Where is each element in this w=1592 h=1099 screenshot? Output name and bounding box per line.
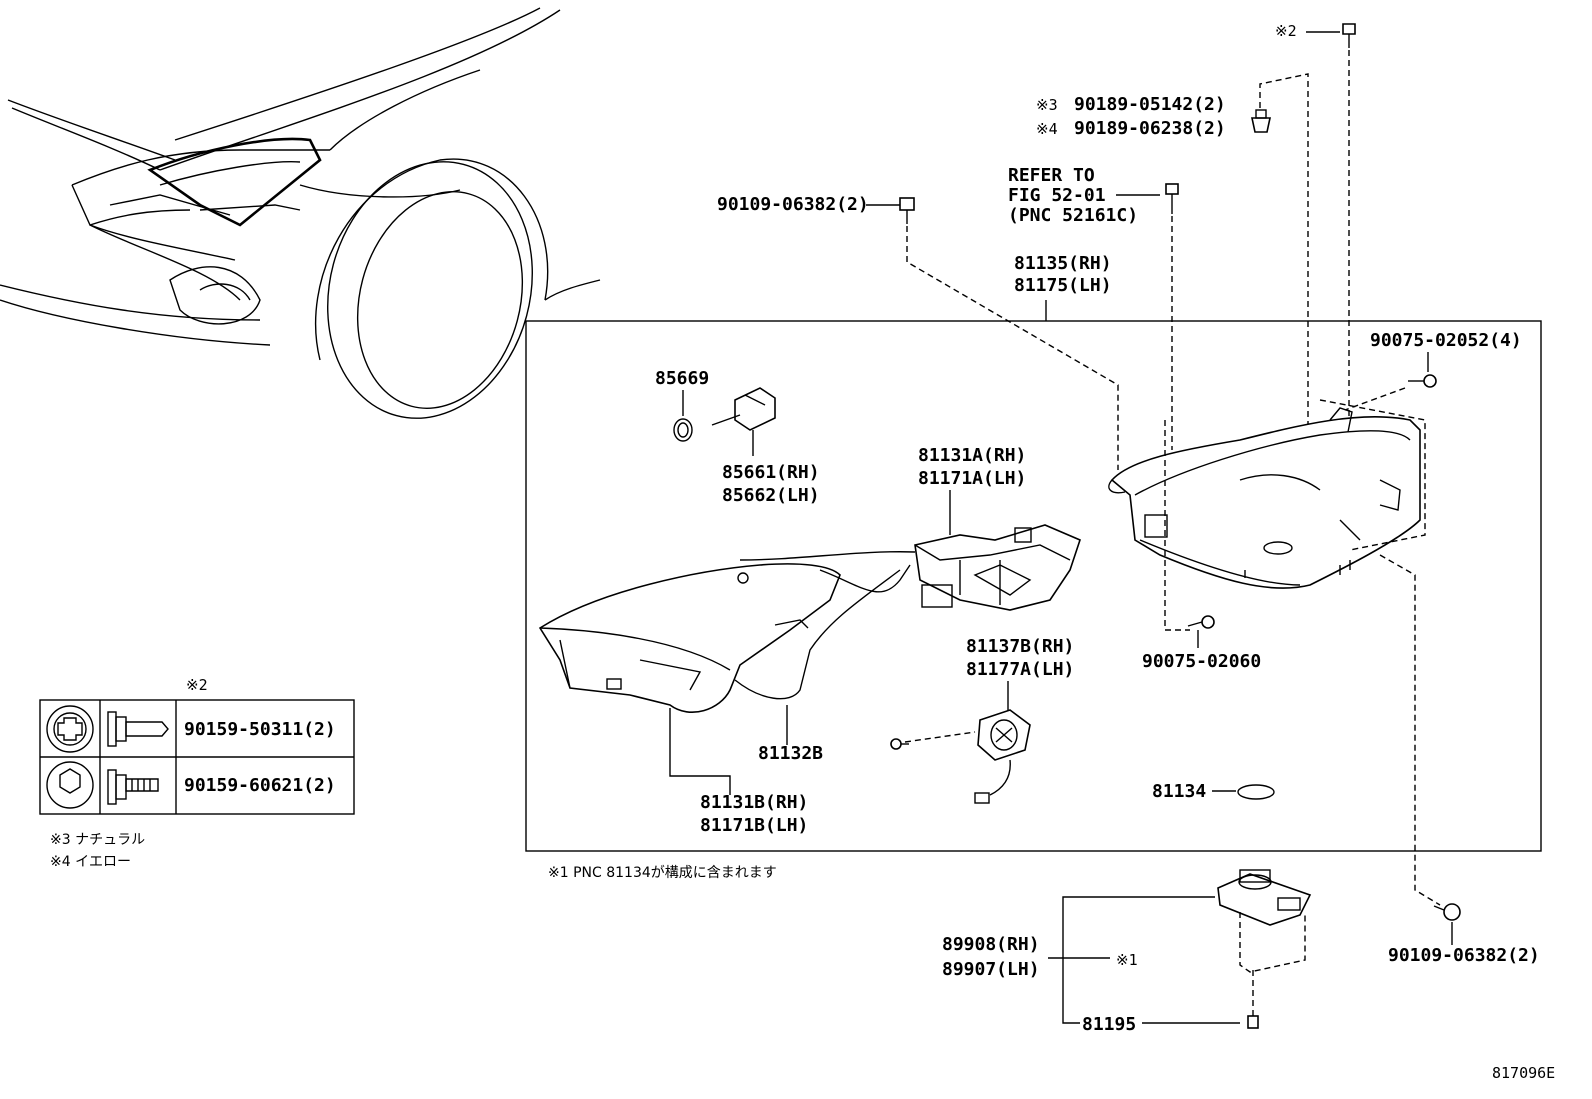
ballast-89908-icon xyxy=(1217,869,1312,926)
label-85669: 85669 xyxy=(655,368,709,389)
label-89908-rh: 89908(RH) xyxy=(942,934,1040,955)
assembly-frame xyxy=(525,320,1542,852)
screw-90075-02060-icon xyxy=(1187,615,1215,629)
label-81175-lh: 81175(LH) xyxy=(1014,275,1112,296)
label-note1-ref: ※1 xyxy=(1116,951,1138,969)
bolt-90109-bottom-icon xyxy=(1433,903,1461,921)
wire-harness-81132b xyxy=(734,551,916,700)
label-81137b-rh: 81137B(RH) xyxy=(966,636,1074,657)
o-ring-85669-icon xyxy=(673,418,693,442)
hex-bolt-head-icon xyxy=(46,761,94,809)
label-81131a-rh: 81131A(RH) xyxy=(918,445,1026,466)
diagram-code: 817096E xyxy=(1492,1064,1555,1082)
bumper-screw-icon xyxy=(1165,183,1179,214)
label-90189-05142: 90189-05142(2) xyxy=(1074,94,1226,115)
label-81171b-lh: 81171B(LH) xyxy=(700,815,808,836)
hex-bolt-side-icon xyxy=(107,769,159,805)
label-81131b-rh: 81131B(RH) xyxy=(700,792,808,813)
car-front-illustration xyxy=(0,7,601,419)
screw-81195-icon xyxy=(1247,1010,1259,1029)
phillips-bolt-head-icon xyxy=(46,705,94,753)
label-refer-to: REFER TO xyxy=(1008,165,1095,186)
clip-nut-icon xyxy=(1251,109,1271,133)
headlamp-housing-81135 xyxy=(1108,407,1421,589)
label-90109-06382-bottom: 90109-06382(2) xyxy=(1388,945,1540,966)
fastener-table: ※2 90159-50311(2) 90159-60621(2) xyxy=(39,676,355,815)
flange-bolt-side-icon xyxy=(107,711,169,747)
label-89907-lh: 89907(LH) xyxy=(942,959,1040,980)
note-4-yellow: ※4 イエロー xyxy=(50,854,131,870)
lamp-unit-81131a-icon xyxy=(914,524,1081,611)
label-81177a-lh: 81177A(LH) xyxy=(966,659,1074,680)
label-81171a-lh: 81171A(LH) xyxy=(918,468,1026,489)
label-note2-screw: ※2 xyxy=(1275,22,1297,40)
table-row-1-part: 90159-50311(2) xyxy=(184,719,336,740)
label-85661-rh: 85661(RH) xyxy=(722,462,820,483)
screw-socket-icon xyxy=(890,738,909,750)
label-81132b: 81132B xyxy=(758,743,823,764)
label-81135-rh: 81135(RH) xyxy=(1014,253,1112,274)
label-81134: 81134 xyxy=(1152,781,1206,802)
label-fig-52-01: FIG 52-01 xyxy=(1008,185,1106,206)
leveling-actuator-85661-icon xyxy=(711,387,776,431)
label-note4: ※4 xyxy=(1036,120,1058,138)
label-90075-02052: 90075-02052(4) xyxy=(1370,330,1522,351)
label-81195: 81195 xyxy=(1082,1014,1136,1035)
note-3-natural: ※3 ナチュラル xyxy=(50,832,145,848)
label-note3: ※3 xyxy=(1036,96,1058,114)
label-90189-06238: 90189-06238(2) xyxy=(1074,118,1226,139)
table-row-2-part: 90159-60621(2) xyxy=(184,775,336,796)
gasket-81134-icon xyxy=(1237,784,1275,800)
label-85662-lh: 85662(LH) xyxy=(722,485,820,506)
label-pnc-52161c: (PNC 52161C) xyxy=(1008,205,1138,226)
table-header: ※2 xyxy=(186,676,208,694)
label-90109-06382-top: 90109-06382(2) xyxy=(717,194,869,215)
screw-note2-icon xyxy=(1342,23,1356,48)
screw-90075-02052-icon xyxy=(1408,374,1437,388)
note-1-included: ※1 PNC 81134が構成に含まれます xyxy=(548,865,777,881)
socket-81137b-icon xyxy=(974,709,1031,804)
bolt-90109-top-icon xyxy=(899,197,915,224)
reflector-81131b-icon xyxy=(538,563,841,714)
label-90075-02060: 90075-02060 xyxy=(1142,651,1261,672)
